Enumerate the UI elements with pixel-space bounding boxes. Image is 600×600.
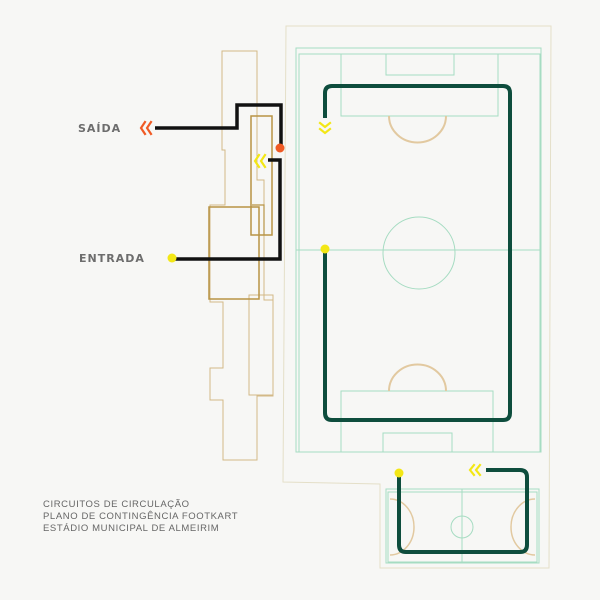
caption-line-1: CIRCUITOS DE CIRCULAÇÃO xyxy=(43,499,190,510)
stand-building-outline xyxy=(209,50,274,461)
small-court xyxy=(385,488,540,564)
field-center-circle xyxy=(382,216,456,290)
building-wall-detail xyxy=(252,204,265,235)
building-corridor xyxy=(250,115,273,236)
court-circuit-line xyxy=(397,468,529,554)
caption-line-2: PLANO DE CONTINGÊNCIA FOOTKART xyxy=(43,511,238,522)
entry-route-line xyxy=(172,158,282,261)
court-left-arc xyxy=(389,498,415,556)
court-center-circle xyxy=(450,515,474,539)
top-penalty-arc xyxy=(388,115,447,144)
plan-caption: CIRCUITOS DE CIRCULAÇÃO PLANO DE CONTING… xyxy=(43,499,238,534)
corridor-chevron-icon xyxy=(253,153,267,169)
top-goal-area xyxy=(385,53,455,76)
exit-label: SAÍDA xyxy=(78,122,121,135)
building-room xyxy=(208,206,260,300)
field-circuit-line xyxy=(323,84,512,422)
bottom-penalty-arc xyxy=(388,363,447,392)
exit-route-line xyxy=(155,103,283,148)
entry-label: ENTRADA xyxy=(79,252,145,265)
entry-start-marker xyxy=(167,253,177,263)
field-circuit-start-marker xyxy=(320,244,330,254)
court-right-arc xyxy=(510,498,536,556)
field-pitch xyxy=(298,53,541,453)
field-chevron-icon xyxy=(318,121,332,135)
exit-junction-marker xyxy=(275,143,285,153)
court-chevron-icon xyxy=(468,463,482,477)
building-interior-block xyxy=(248,294,274,396)
exit-chevron-icon xyxy=(139,120,153,136)
court-circuit-start-marker xyxy=(394,468,404,478)
caption-line-3: ESTÁDIO MUNICIPAL DE ALMEIRIM xyxy=(43,523,219,534)
main-football-field xyxy=(295,47,542,453)
bottom-goal-area xyxy=(382,432,453,453)
site-boundary xyxy=(282,25,552,569)
